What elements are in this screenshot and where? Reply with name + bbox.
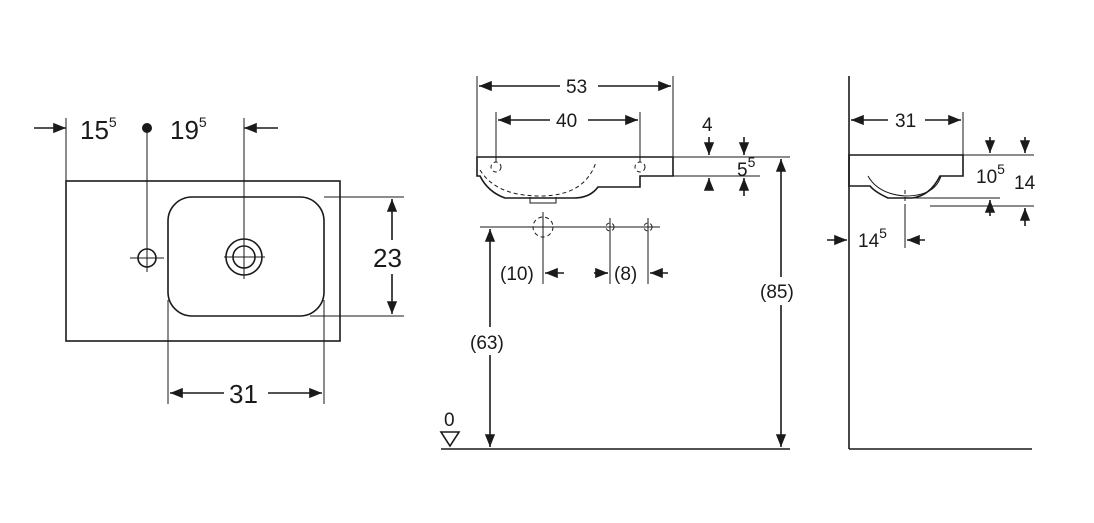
dim-rim-text: 4 bbox=[702, 115, 713, 136]
dim-right-text: 195 bbox=[170, 114, 207, 145]
bowl-outline bbox=[167, 196, 325, 317]
basin-profile-side bbox=[848, 154, 964, 199]
basin-outline-top bbox=[65, 180, 341, 342]
dim-wall-offset-text: 145 bbox=[858, 225, 887, 252]
dim-side-width-text: 31 bbox=[895, 111, 916, 132]
tap-hole-icon bbox=[130, 244, 164, 272]
dim-outer-depth-text: 14 bbox=[1014, 173, 1036, 194]
top-view: 155 195 23 31 bbox=[34, 114, 404, 409]
tap-axis-dot bbox=[142, 123, 152, 133]
side-view: 31 105 14 145 bbox=[827, 76, 1036, 450]
dim-total-width-text: 53 bbox=[566, 77, 587, 98]
dim-width-text: 31 bbox=[229, 379, 258, 409]
dim-drain-height-text: (63) bbox=[470, 333, 504, 354]
dim-right-tap-text: (8) bbox=[614, 264, 637, 285]
dim-left-tap-text: (10) bbox=[500, 264, 534, 285]
dim-height-text: 23 bbox=[373, 243, 402, 273]
dim-total-height-text: (85) bbox=[760, 282, 794, 303]
front-view: 53 40 4 55 (10) (8) ( bbox=[439, 76, 806, 450]
dim-depth-text: 55 bbox=[737, 154, 756, 181]
dim-inner-width-text: 40 bbox=[556, 111, 577, 132]
dim-left-text: 155 bbox=[80, 114, 117, 145]
dim-inner-depth-text: 105 bbox=[976, 161, 1005, 188]
floor-label: 0 bbox=[444, 410, 455, 431]
drain-icon bbox=[224, 236, 265, 279]
basin-profile-front bbox=[476, 156, 674, 199]
floor-level-icon bbox=[439, 431, 461, 448]
